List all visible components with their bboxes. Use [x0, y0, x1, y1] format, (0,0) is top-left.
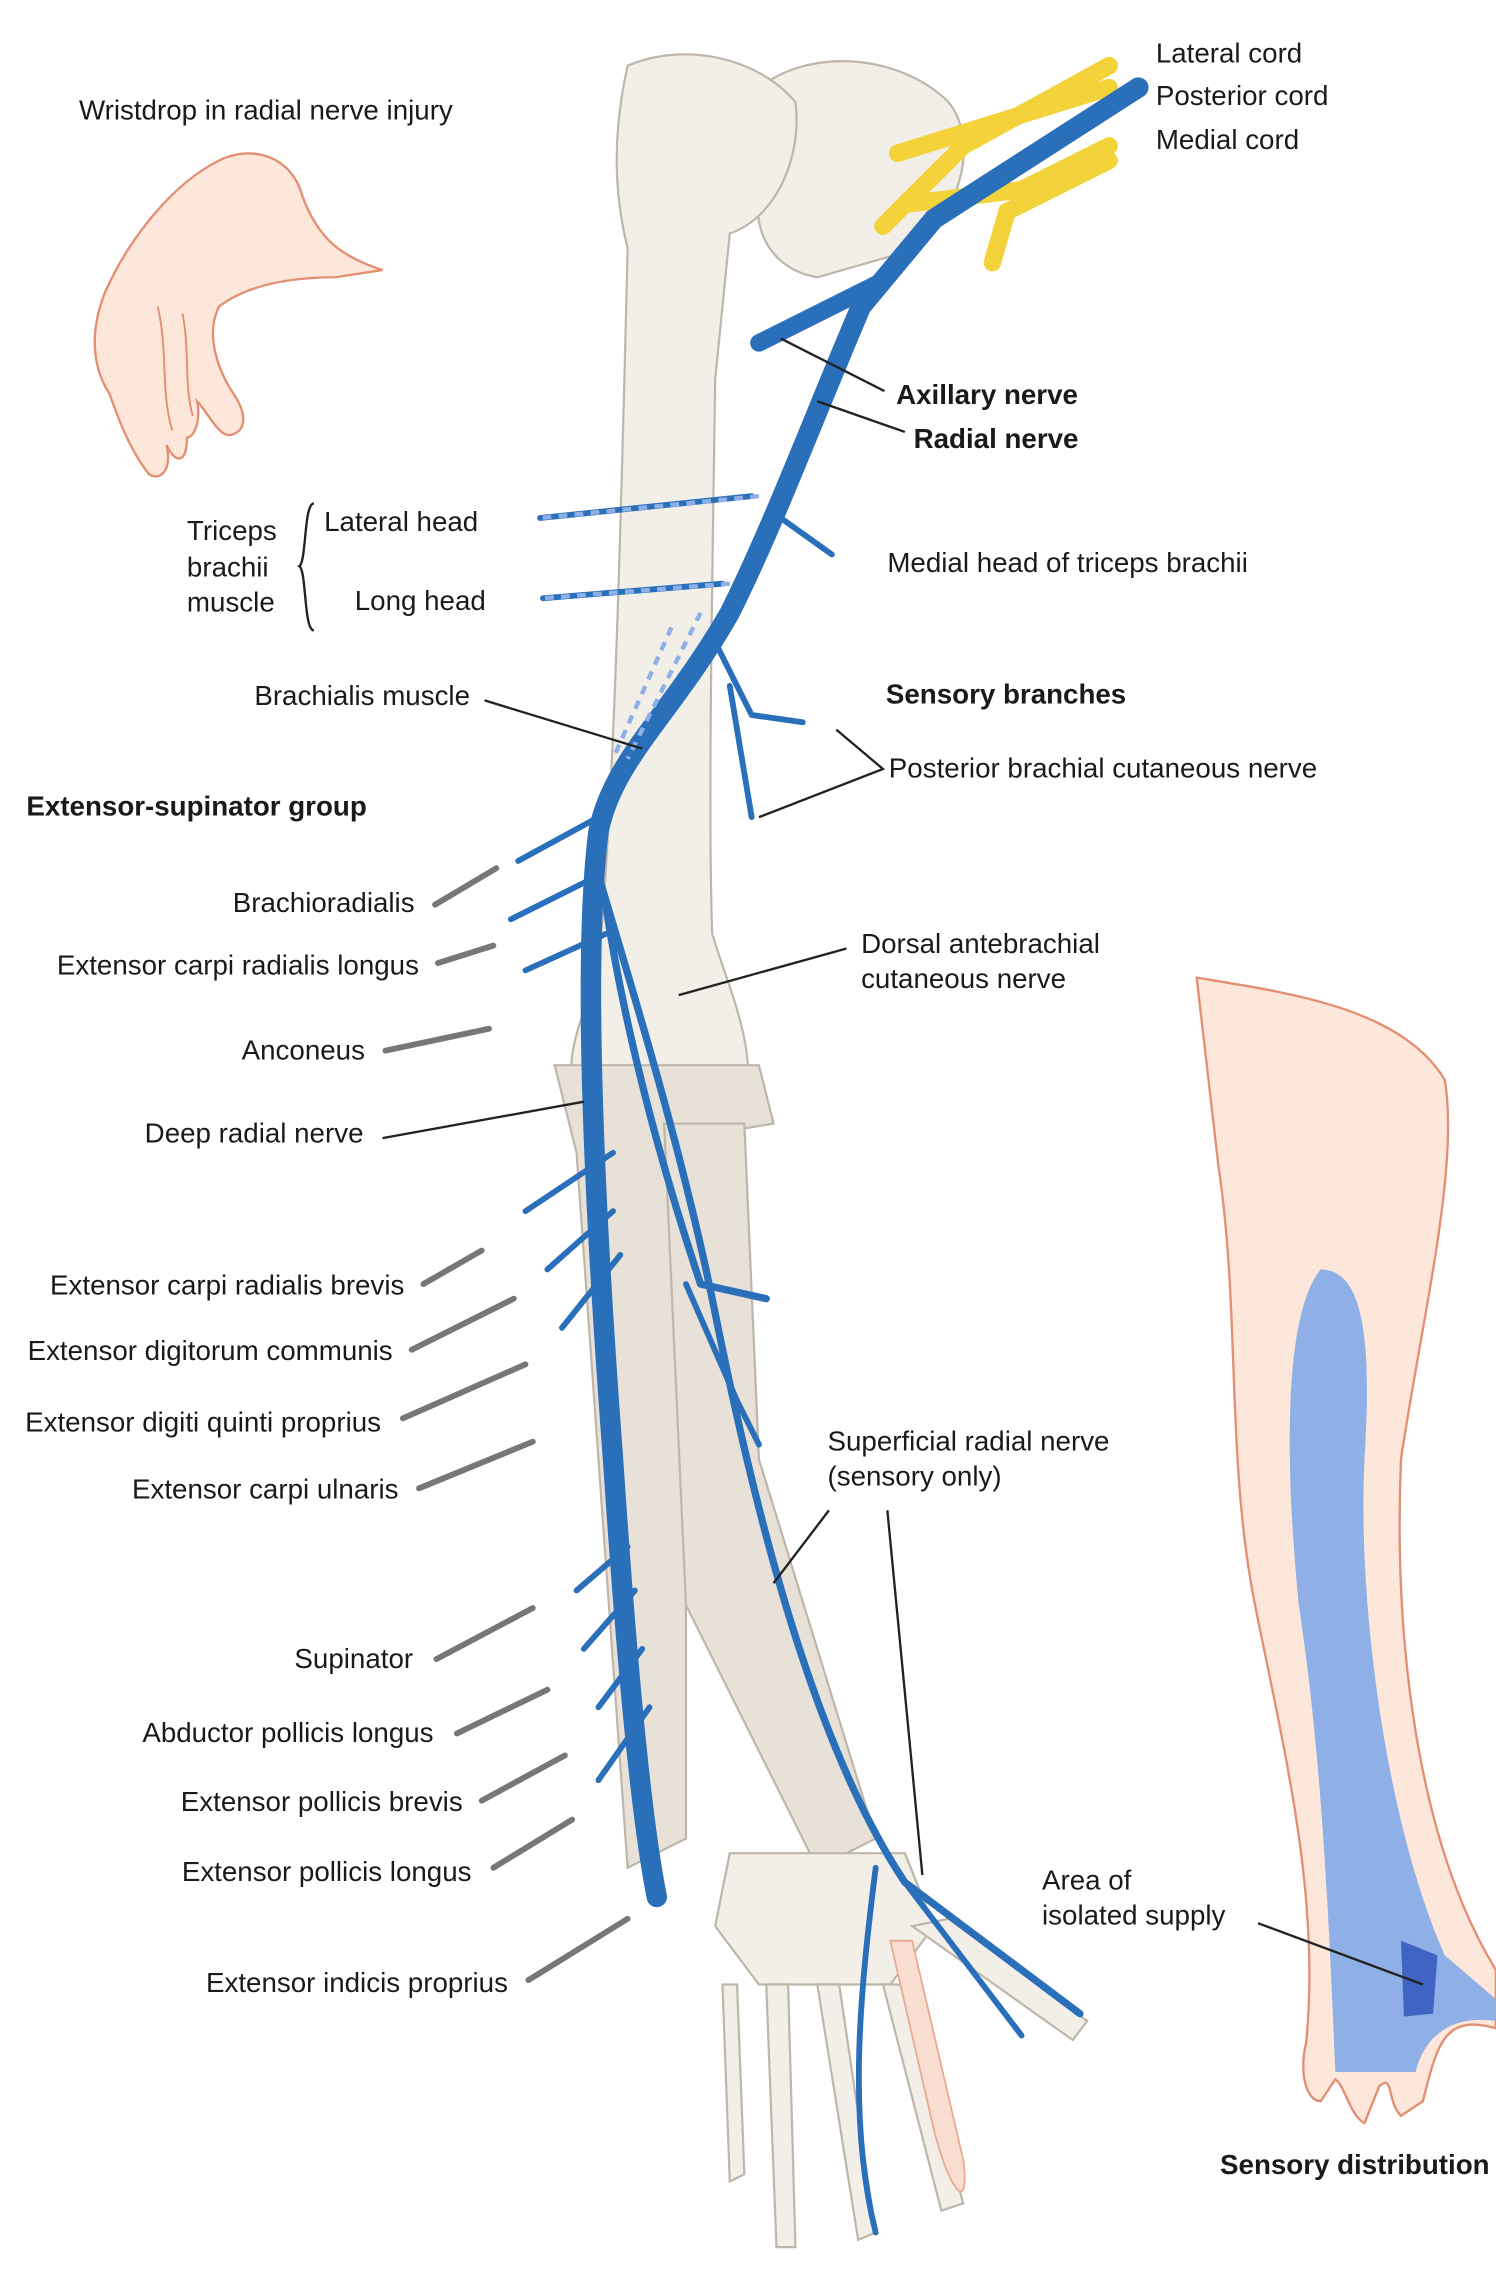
- label-muscle: Extensor indicis proprius: [206, 1967, 508, 1998]
- label-muscle: Abductor pollicis longus: [142, 1717, 433, 1748]
- label-muscle: Extensor pollicis brevis: [181, 1786, 463, 1817]
- label-triceps-2: brachii: [187, 551, 269, 582]
- label-isolated-2: isolated supply: [1042, 1900, 1226, 1931]
- label-muscle: Anconeus: [242, 1034, 365, 1065]
- label-sensory-branches: Sensory branches: [886, 678, 1126, 709]
- label-posterior-brachial: Posterior brachial cutaneous nerve: [889, 753, 1317, 784]
- brachial-cords: [874, 56, 1118, 272]
- label-muscle: Extensor carpi ulnaris: [132, 1474, 399, 1505]
- label-muscle: Extensor digitorum communis: [28, 1335, 393, 1366]
- label-lateral-cord: Lateral cord: [1156, 38, 1302, 69]
- radial-nerve-paths: [507, 77, 1149, 2236]
- label-superficial-1: Superficial radial nerve: [828, 1425, 1110, 1456]
- label-muscle: Extensor pollicis longus: [182, 1856, 472, 1887]
- label-isolated-1: Area of: [1042, 1865, 1132, 1896]
- label-muscle: Extensor carpi radialis brevis: [50, 1269, 404, 1300]
- label-posterior-cord: Posterior cord: [1156, 80, 1329, 111]
- label-radial-nerve: Radial nerve: [914, 423, 1079, 454]
- label-triceps-3: muscle: [187, 586, 275, 617]
- label-triceps-1: Triceps: [187, 515, 277, 546]
- label-long-head: Long head: [355, 585, 486, 616]
- label-lateral-head: Lateral head: [324, 506, 478, 537]
- wristdrop-title: Wristdrop in radial nerve injury: [79, 95, 453, 126]
- label-dorsal-2: cutaneous nerve: [861, 963, 1066, 994]
- label-muscle: Brachioradialis: [233, 887, 415, 918]
- labels: Wristdrop in radial nerve injury Lateral…: [25, 38, 1489, 2180]
- label-muscle: Extensor digiti quinti proprius: [25, 1406, 381, 1437]
- label-medial-cord: Medial cord: [1156, 124, 1299, 155]
- label-deep-radial: Deep radial nerve: [145, 1118, 364, 1149]
- label-group-title: Extensor-supinator group: [26, 791, 366, 822]
- label-dorsal-1: Dorsal antebrachial: [861, 928, 1100, 959]
- sensory-distribution-illustration: [1195, 976, 1496, 2125]
- label-muscle: Supinator: [294, 1643, 413, 1674]
- label-sensory-distribution: Sensory distribution: [1220, 2149, 1490, 2180]
- label-axillary-nerve: Axillary nerve: [896, 379, 1078, 410]
- label-muscle: Extensor carpi radialis longus: [57, 950, 419, 981]
- leader-lines: [297, 337, 1424, 1986]
- label-medial-head: Medial head of triceps brachii: [887, 547, 1248, 578]
- label-superficial-2: (sensory only): [828, 1460, 1002, 1491]
- wristdrop-hand-illustration: [93, 152, 383, 478]
- label-brachialis: Brachialis muscle: [254, 680, 470, 711]
